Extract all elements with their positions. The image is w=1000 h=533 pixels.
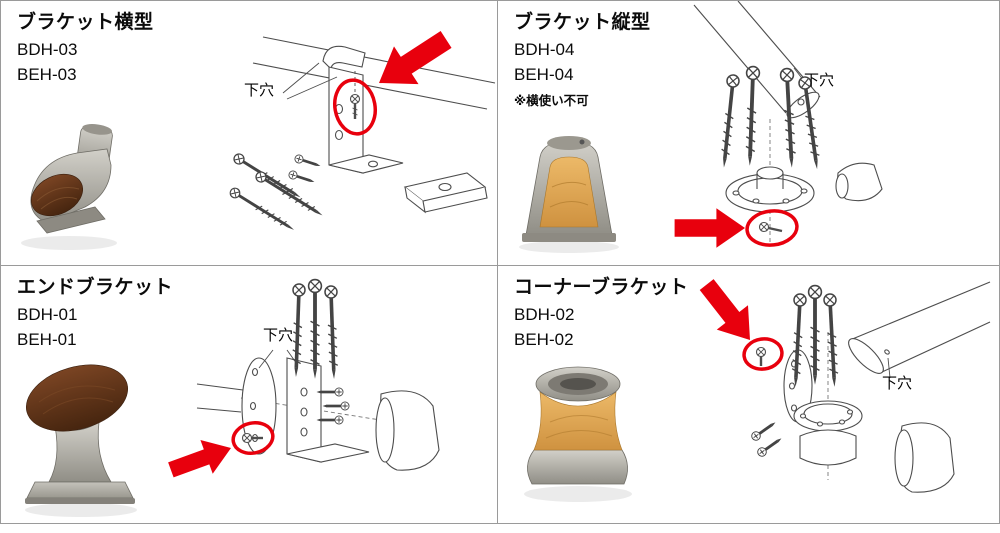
highlight-circle-icon [745, 209, 799, 247]
circled-screw [241, 432, 263, 444]
panel-title: エンドブラケット [17, 277, 174, 298]
panel-corner-bracket: コーナーブラケット BDH-02 BEH-02 下穴 [498, 266, 999, 523]
usage-note: ※横使い不可 [514, 93, 589, 108]
model-number: BEH-04 [514, 65, 574, 85]
highlight-circle-icon [231, 420, 275, 456]
circled-screw [758, 221, 783, 233]
panel-title: ブラケット縦型 [514, 12, 651, 33]
model-number: BEH-01 [17, 330, 77, 350]
end-cap-outline [375, 390, 440, 471]
assembly-diagram-corner [691, 272, 991, 493]
model-number: BEH-03 [17, 65, 77, 85]
model-number: BDH-04 [514, 39, 575, 59]
assembly-diagram-vertical [674, 1, 883, 248]
end-cap-outline [894, 422, 955, 493]
handrail-rod-lines [693, 1, 821, 119]
panel-bracket-horizontal: ブラケット横型 BDH-03 BEH-03 下穴 [1, 1, 498, 266]
bracket-plate-outline [286, 357, 370, 463]
model-number: BEH-02 [514, 330, 574, 350]
leader-lines [887, 357, 891, 379]
model-number: BDH-02 [514, 304, 575, 324]
assembly-diagram-horizontal [226, 20, 496, 236]
panel-header: ブラケット横型 BDH-03 BEH-03 [17, 11, 154, 86]
handrail-lines [196, 383, 244, 413]
product-photo-corner-bracket [524, 366, 632, 502]
handrail-rod-lines [848, 281, 991, 374]
red-arrow-icon [674, 208, 745, 248]
screws-group [226, 150, 327, 236]
panel-header: ブラケット縦型 BDH-04 BEH-04 ※横使い不可 [514, 11, 651, 109]
product-photo-vertical-bracket [519, 136, 619, 253]
panel-header: コーナーブラケット BDH-02 BEH-02 [514, 276, 688, 351]
product-photo-end-bracket [25, 364, 137, 517]
pilot-hole-label: 下穴 [244, 82, 275, 99]
corner-flange-outline [783, 349, 863, 466]
panel-title: ブラケット横型 [17, 12, 154, 33]
panel-title: コーナーブラケット [514, 277, 689, 298]
highlight-circle-icon [742, 337, 784, 371]
pilot-hole-label: 下穴 [263, 327, 294, 344]
center-axis-dashed [240, 397, 394, 423]
pilot-hole-label: 下穴 [804, 72, 835, 89]
panel-bracket-vertical: ブラケット縦型 BDH-04 BEH-04 ※横使い不可 下穴 [498, 1, 999, 266]
red-arrow-icon [366, 20, 459, 102]
leader-lines [282, 62, 338, 100]
assembly-diagram-end [164, 277, 440, 487]
base-wedge-outline [403, 172, 488, 214]
model-number: BDH-03 [17, 39, 78, 59]
highlight-circle-icon [333, 78, 377, 136]
circled-screw [349, 71, 361, 119]
model-number: BDH-01 [17, 304, 78, 324]
handrail-lines [252, 36, 496, 110]
rail-end-disc-outline [241, 357, 277, 455]
product-photo-horizontal-bracket [21, 124, 117, 250]
panel-end-bracket: エンドブラケット BDH-01 BEH-01 下穴 [1, 266, 498, 523]
circled-screw [755, 346, 767, 366]
red-arrow-icon [164, 431, 238, 487]
bracket-flange-outline [725, 166, 815, 213]
panel-header: エンドブラケット BDH-01 BEH-01 [17, 276, 173, 351]
pilot-hole-label: 下穴 [882, 375, 913, 392]
end-cap-outline [835, 162, 883, 202]
